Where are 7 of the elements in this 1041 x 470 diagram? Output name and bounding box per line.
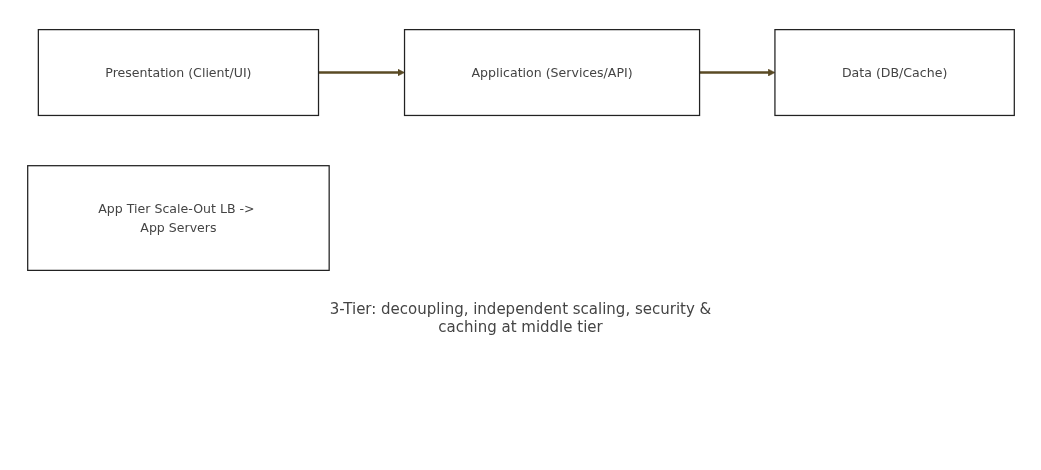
node-box: Application (Services/API) <box>403 29 700 117</box>
arrow <box>699 68 775 77</box>
arrow <box>318 68 405 77</box>
node-box: Data (DB/Cache) <box>773 29 1015 117</box>
node-box: App Tier Scale-Out LB -> App Servers <box>26 165 330 271</box>
note-text: 3-Tier: decoupling, independent scaling, security & caching at middle tier <box>328 300 713 336</box>
node-box: Presentation (Client/UI) <box>37 29 319 117</box>
